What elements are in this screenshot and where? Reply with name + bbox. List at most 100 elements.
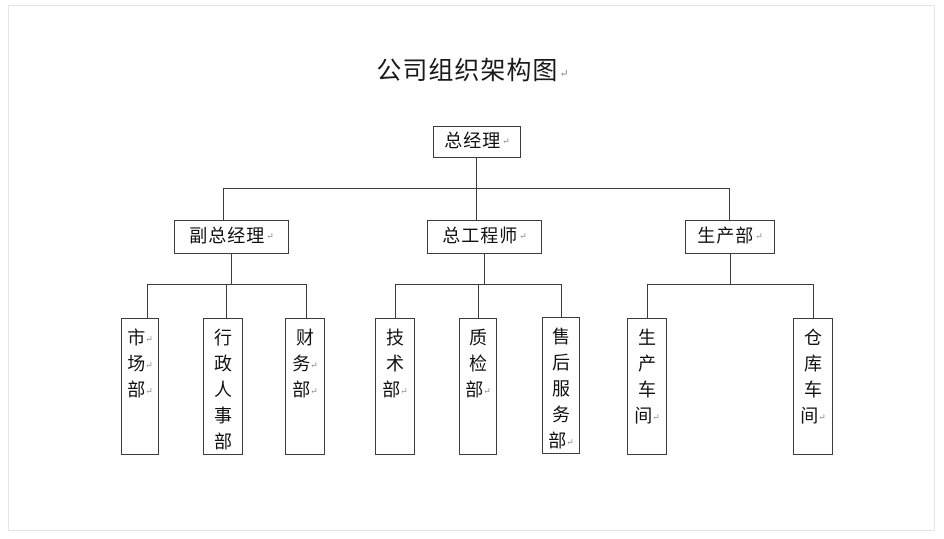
paragraph-mark-icon: ↵: [818, 413, 826, 423]
connector-drop-marketing: [147, 284, 148, 318]
node-char: 产: [628, 352, 666, 378]
paragraph-mark-icon: ↵: [266, 232, 274, 242]
paragraph-mark-icon: ↵: [310, 387, 318, 397]
char-2: 后: [552, 353, 570, 374]
node-deputy-general-manager[interactable]: 副总经理↵: [174, 220, 289, 254]
node-finance-department[interactable]: 财 务↵ 部↵: [285, 318, 325, 455]
char-2: 库: [804, 354, 822, 375]
char-3: 车: [804, 380, 822, 401]
char-1: 生: [638, 328, 656, 349]
node-char: 车: [794, 378, 832, 404]
node-char: 车: [628, 378, 666, 404]
char-1: 市: [127, 328, 146, 349]
char-3: 部: [292, 380, 311, 401]
node-char: 质: [460, 326, 496, 352]
node-char: 部↵: [543, 429, 579, 455]
node-char: 部↵: [122, 378, 158, 404]
char-5: 部: [548, 431, 567, 452]
char-2: 务: [292, 354, 311, 375]
paragraph-mark-icon: ↵: [400, 387, 408, 397]
node-chief-engineer[interactable]: 总工程师↵: [427, 220, 542, 254]
paragraph-mark-icon: ↵: [519, 232, 527, 242]
char-3: 部: [382, 380, 401, 401]
connector-stem-deputy-gm: [231, 254, 232, 284]
document-page: 公司组织架构图↵ 总经理↵ 副总经理↵ 总工程师↵ 生产部↵ 市场部市↵ 场↵ …: [8, 5, 935, 531]
paragraph-mark-icon: ↵: [145, 335, 153, 345]
node-label: 总工程师: [442, 226, 519, 247]
paragraph-mark-icon: ↵: [652, 413, 660, 423]
node-char: 人: [204, 378, 242, 404]
connector-stem-chief-engineer: [484, 254, 485, 284]
char-2: 产: [638, 354, 656, 375]
node-char: 库: [794, 352, 832, 378]
node-char: 服: [543, 377, 579, 403]
paragraph-mark-icon: ↵: [755, 232, 763, 242]
node-char: 间↵: [794, 404, 832, 430]
page-title: 公司组织架构图↵: [9, 54, 936, 91]
node-char: 财: [286, 326, 324, 352]
node-char: 场↵: [122, 352, 158, 378]
node-char: 政: [204, 352, 242, 378]
node-warehouse-workshop[interactable]: 仓 库 车 间↵: [793, 318, 833, 455]
node-production-department[interactable]: 生产部↵: [685, 220, 775, 254]
char-1: 售: [552, 327, 570, 348]
node-char: 部↵: [376, 378, 414, 404]
node-production-workshop[interactable]: 生 产 车 间↵: [627, 318, 667, 455]
node-label: 总经理: [444, 131, 502, 152]
node-label: 副总经理: [189, 226, 266, 247]
node-char: 部↵: [460, 378, 496, 404]
node-char: 术: [376, 352, 414, 378]
node-char: 市场部市↵: [122, 326, 158, 352]
char-4: 间: [800, 406, 819, 427]
node-quality-inspection-department[interactable]: 质 检 部↵: [459, 318, 497, 455]
char-3: 部: [465, 380, 484, 401]
connector-drop-technology: [395, 284, 396, 318]
char-3: 部: [127, 380, 146, 401]
char-4: 间: [634, 406, 653, 427]
node-technology-department[interactable]: 技 术 部↵: [375, 318, 415, 455]
node-char: 检: [460, 352, 496, 378]
char-5: 部: [214, 432, 232, 453]
node-label: 生产部: [697, 226, 755, 247]
connector-drop-finance: [306, 284, 307, 318]
node-char: 务: [543, 403, 579, 429]
connector-drop-warehouse: [813, 284, 814, 318]
connector-drop-admin-hr: [226, 284, 227, 318]
paragraph-mark-icon: ↵: [502, 137, 510, 147]
connector-drop-aftersales: [561, 284, 562, 317]
char-1: 仓: [804, 328, 822, 349]
node-char: 事: [204, 404, 242, 430]
node-char: 仓: [794, 326, 832, 352]
paragraph-mark-icon: ↵: [483, 387, 491, 397]
connector-drop-production: [729, 188, 730, 220]
connector-bus-production: [647, 284, 813, 285]
char-2: 场: [127, 354, 146, 375]
node-char: 行: [204, 326, 242, 352]
char-3: 人: [214, 380, 232, 401]
char-1: 行: [214, 328, 232, 349]
char-1: 质: [469, 328, 487, 349]
node-admin-hr-department[interactable]: 行 政 人 事 部: [203, 318, 243, 455]
char-4: 事: [214, 406, 232, 427]
node-marketing-department[interactable]: 市场部市↵ 场↵ 部↵: [121, 318, 159, 455]
paragraph-mark-icon: ↵: [310, 361, 318, 371]
node-char: 售: [543, 325, 579, 351]
paragraph-mark-icon: ↵: [145, 361, 153, 371]
node-char: 务↵: [286, 352, 324, 378]
paragraph-mark-icon: ↵: [566, 438, 574, 448]
page-title-text: 公司组织架构图: [376, 56, 559, 85]
char-3: 服: [552, 379, 570, 400]
node-char: 生: [628, 326, 666, 352]
connector-drop-chief-engineer: [476, 188, 477, 220]
char-1: 财: [296, 328, 314, 349]
char-1: 技: [386, 328, 404, 349]
connector-drop-workshop: [647, 284, 648, 318]
node-general-manager[interactable]: 总经理↵: [433, 126, 521, 158]
char-2: 术: [386, 354, 404, 375]
node-aftersales-service-department[interactable]: 售 后 服 务 部↵: [542, 317, 580, 454]
node-char: 部↵: [286, 378, 324, 404]
paragraph-mark-icon: ↵: [145, 387, 153, 397]
node-char: 部: [204, 430, 242, 456]
connector-drop-quality: [478, 284, 479, 318]
node-char: 间↵: [628, 404, 666, 430]
